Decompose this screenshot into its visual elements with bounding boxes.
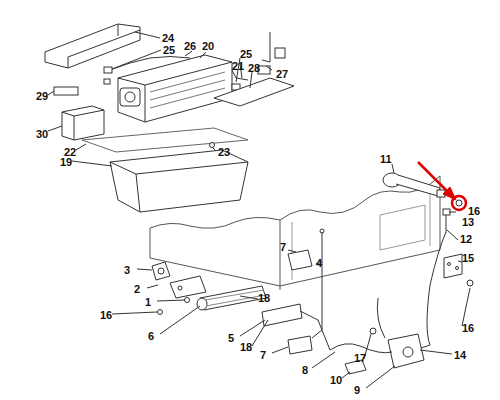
callout-number: 28 (248, 62, 260, 74)
callout-number: 19 (60, 156, 72, 168)
callout-number: 16 (462, 322, 474, 334)
callout-number: 12 (460, 233, 472, 245)
callout-number: 25 (240, 48, 252, 60)
callout-number: 15 (462, 252, 474, 264)
callout-number: 27 (276, 68, 288, 80)
callout-number: 29 (36, 90, 48, 102)
callout-number: 25 (163, 44, 175, 56)
callout-number: 4 (316, 257, 322, 269)
callout-number: 16 (468, 205, 480, 217)
callout-number: 20 (202, 40, 214, 52)
callout-number: 16 (100, 309, 112, 321)
callout-number: 30 (36, 128, 48, 140)
callout-number: 6 (148, 330, 154, 342)
callout-number: 7 (260, 349, 266, 361)
callout-number: 21 (232, 60, 244, 72)
callout-number: 1 (145, 296, 151, 308)
callout-number: 8 (302, 364, 308, 376)
callout-number: 14 (454, 349, 466, 361)
callout-number: 5 (228, 332, 234, 344)
callout-number: 3 (124, 264, 130, 276)
callout-number: 2 (134, 283, 140, 295)
callout-number: 17 (354, 352, 366, 364)
callout-number: 11 (380, 153, 392, 165)
callout-number: 7 (280, 241, 286, 253)
callout-number: 18 (258, 292, 270, 304)
callout-number: 26 (184, 40, 196, 52)
callout-number: 18 (240, 341, 252, 353)
callout-number: 24 (162, 32, 174, 44)
callout-number: 23 (218, 146, 230, 158)
callout-number: 13 (462, 216, 474, 228)
callout-number: 9 (354, 384, 360, 396)
callout-number: 10 (330, 374, 342, 386)
